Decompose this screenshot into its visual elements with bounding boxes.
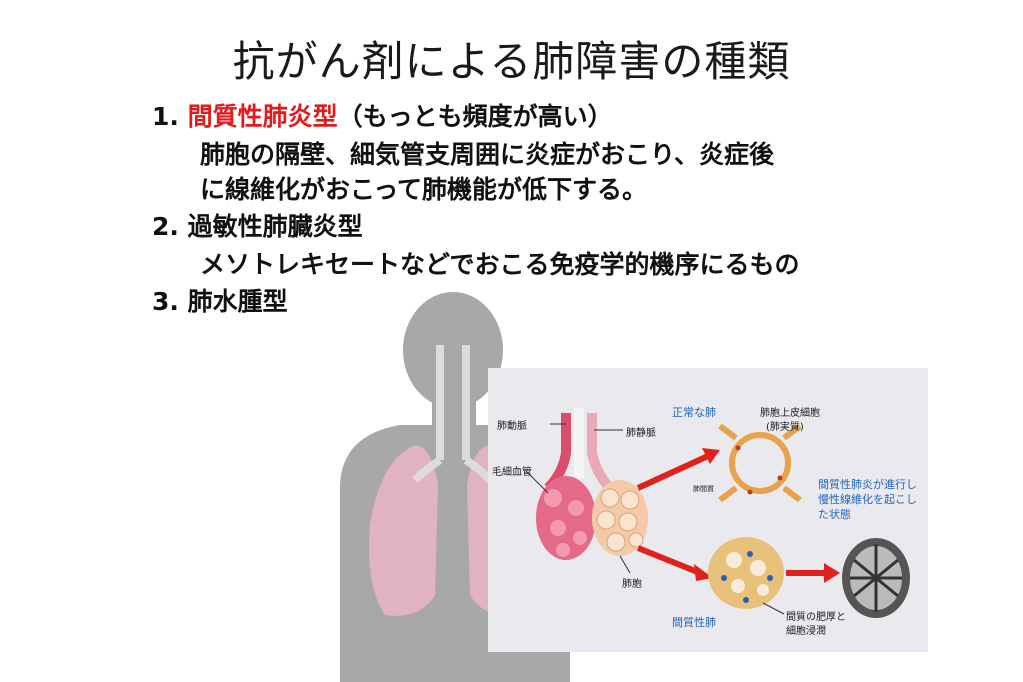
list-item-3: 3. 肺水腫型 [152, 282, 288, 318]
frequency-note: （もっとも頻度が高い） [337, 102, 613, 131]
interstitial-lung-label: 間質性肺 [672, 616, 716, 629]
thickening-label-1: 間質の肥厚と [786, 612, 846, 623]
item-2-desc: メソトレキセートなどでおこる免疫学的機序にるもの [200, 250, 800, 279]
fibrosis-label-2: 慢性線維化を起こし [818, 493, 917, 506]
fibrosis-label-3: た状態 [818, 508, 851, 521]
thickening-label-2: 細胞浸潤 [786, 626, 826, 637]
left-lung-icon [369, 445, 438, 616]
interstitial-lung-tissue-icon [708, 537, 784, 609]
alveoli-cluster-icon [592, 480, 648, 556]
alveolus-label: 肺胞 [622, 579, 642, 590]
list-item-1: 1. 間質性肺炎型（もっとも頻度が高い） [152, 97, 613, 133]
list-item-2: 2. 過敏性肺臓炎型 [152, 207, 363, 243]
slide-title: 抗がん剤による肺障害の種類 [232, 37, 791, 86]
lung-pathology-diagram [525, 408, 910, 618]
arrow-to-normal-icon [636, 453, 710, 491]
hypersensitivity-title: 過敏性肺臓炎型 [187, 212, 363, 241]
capillary-label: 毛細血管 [492, 467, 532, 478]
item-number: 1. [152, 102, 179, 131]
pulmonary-vein-vessel [587, 413, 614, 492]
item-number: 2. [152, 212, 179, 241]
pulmonary-artery-label: 肺動脈 [497, 421, 527, 432]
normal-lung-tissue-icon [718, 423, 802, 503]
item-1-desc-line-1: 肺胞の隔壁、細気管支周囲に炎症がおこり、炎症後 [200, 140, 775, 169]
capillary-cluster-icon [536, 476, 596, 560]
pulmonary-edema-title: 肺水腫型 [187, 287, 288, 316]
epithelial-cell-label: 肺胞上皮細胞 [760, 408, 820, 419]
pulmonary-vein-label: 肺静脈 [626, 428, 656, 439]
interstitium-label: 肺間質 [693, 485, 714, 493]
lung-parenchyma-label: (肺実質) [766, 422, 804, 433]
arrow-to-interstitial-icon [636, 545, 702, 576]
interstitial-pneumonia-title: 間質性肺炎型 [187, 102, 338, 131]
item-number: 3. [152, 287, 179, 316]
fibrosis-tissue-icon [842, 538, 910, 618]
item-1-desc-line-2: に線維化がおこって肺機能が低下する。 [200, 175, 648, 204]
fibrosis-label-1: 間質性肺炎が進行し [818, 478, 917, 491]
normal-lung-label: 正常な肺 [672, 406, 716, 419]
